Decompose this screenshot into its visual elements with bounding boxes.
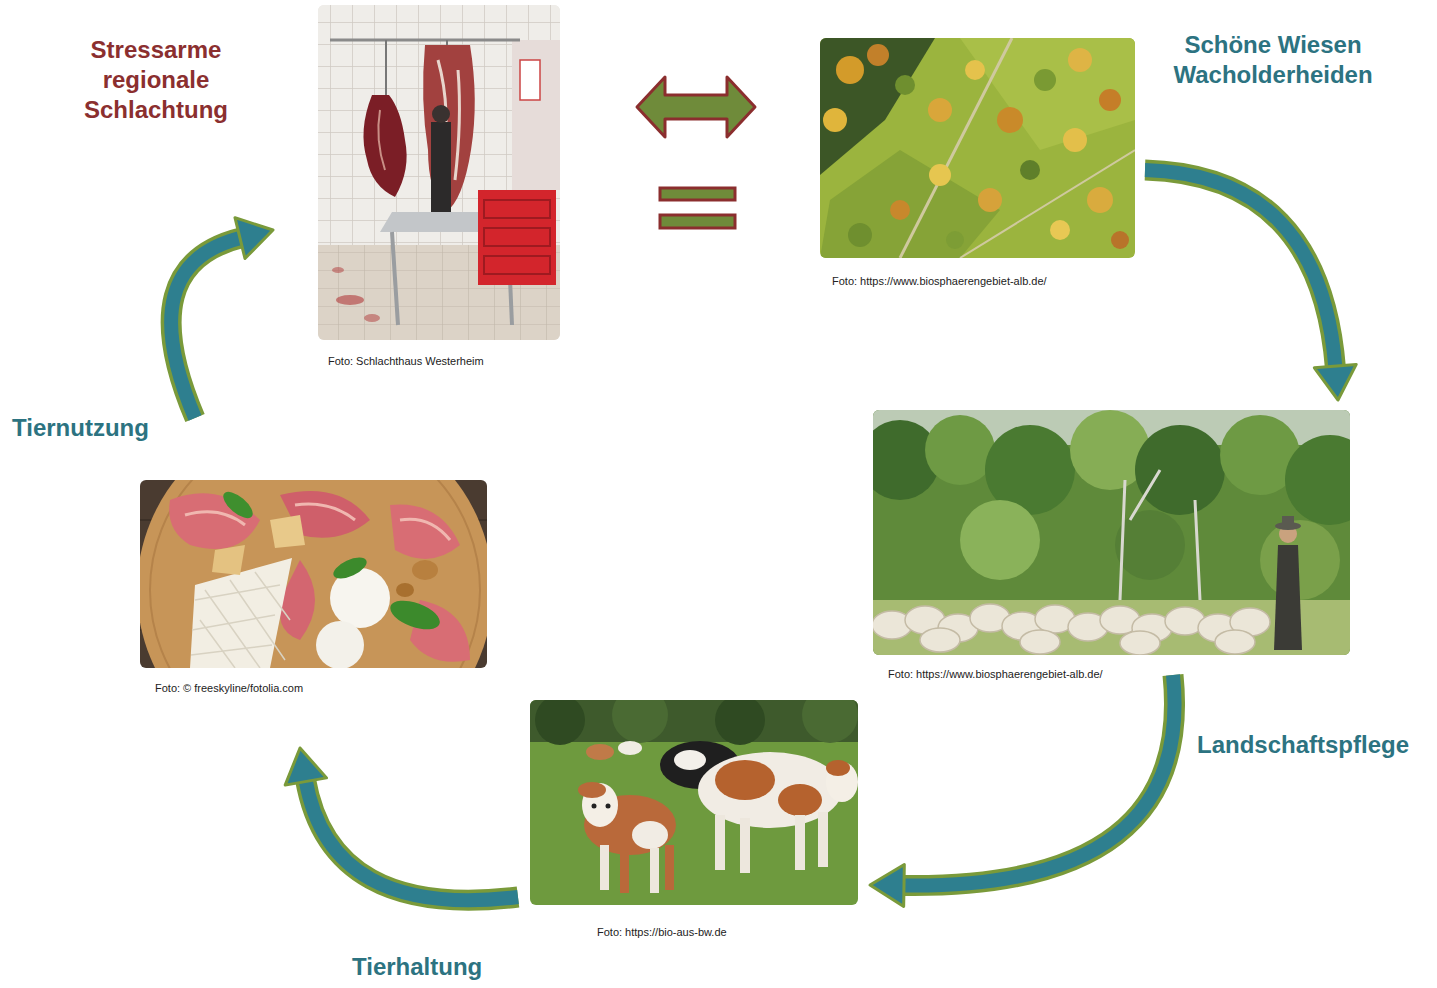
cows-photo [530, 700, 858, 905]
arrow-head [285, 748, 326, 785]
photo-credit: Foto: https://www.biosphaerengebiet-alb.… [886, 668, 1105, 680]
equals-sign [660, 188, 735, 228]
cycle-arrow [637, 77, 755, 137]
arrow-outline [902, 675, 1175, 886]
cycle-arrow [285, 748, 518, 900]
photo-node: Schöne Wiesen WacholderheidenFoto: https… [820, 38, 1135, 258]
photo-credit: Foto: © freeskyline/fotolia.com [153, 682, 305, 694]
arrow-shaft [1145, 170, 1335, 368]
heading: Schöne Wiesen Wacholderheiden [1148, 30, 1398, 90]
heading: Stressarme regionale Schlachtung [56, 35, 256, 125]
edge-label: Tiernutzung [10, 413, 151, 443]
arrow-shaft [902, 675, 1175, 886]
cycle-arrow [870, 675, 1175, 907]
double-arrow [637, 77, 755, 137]
edge-label: Tierhaltung [350, 952, 484, 982]
photo-credit: Foto: https://bio-aus-bw.de [595, 926, 729, 938]
photo-node: Foto: https://www.biosphaerengebiet-alb.… [873, 410, 1350, 655]
arrow-head [870, 865, 904, 907]
arrow-outline [305, 780, 518, 901]
arrow-shaft [171, 238, 242, 418]
arrow-shaft [305, 780, 518, 901]
photo-credit: Foto: https://www.biosphaerengebiet-alb.… [830, 275, 1049, 287]
photo-node: Foto: © freeskyline/fotolia.com [140, 480, 487, 668]
slaughterhouse-photo [318, 5, 560, 340]
arrow-head [235, 218, 273, 259]
arrow-outline [1145, 170, 1335, 368]
edge-label: Landschaftspflege [1195, 730, 1411, 760]
arrow-head [1314, 364, 1356, 400]
photo-node: Foto: https://bio-aus-bw.de [530, 700, 858, 905]
sheep-photo [873, 410, 1350, 655]
cycle-arrow [171, 218, 273, 418]
food-photo [140, 480, 487, 668]
arrow-outline [171, 238, 242, 418]
photo-node: Stressarme regionale SchlachtungFoto: Sc… [318, 5, 560, 340]
photo-credit: Foto: Schlachthaus Westerheim [326, 355, 486, 367]
cycle-arrow [1145, 170, 1356, 400]
meadow-photo [820, 38, 1135, 258]
